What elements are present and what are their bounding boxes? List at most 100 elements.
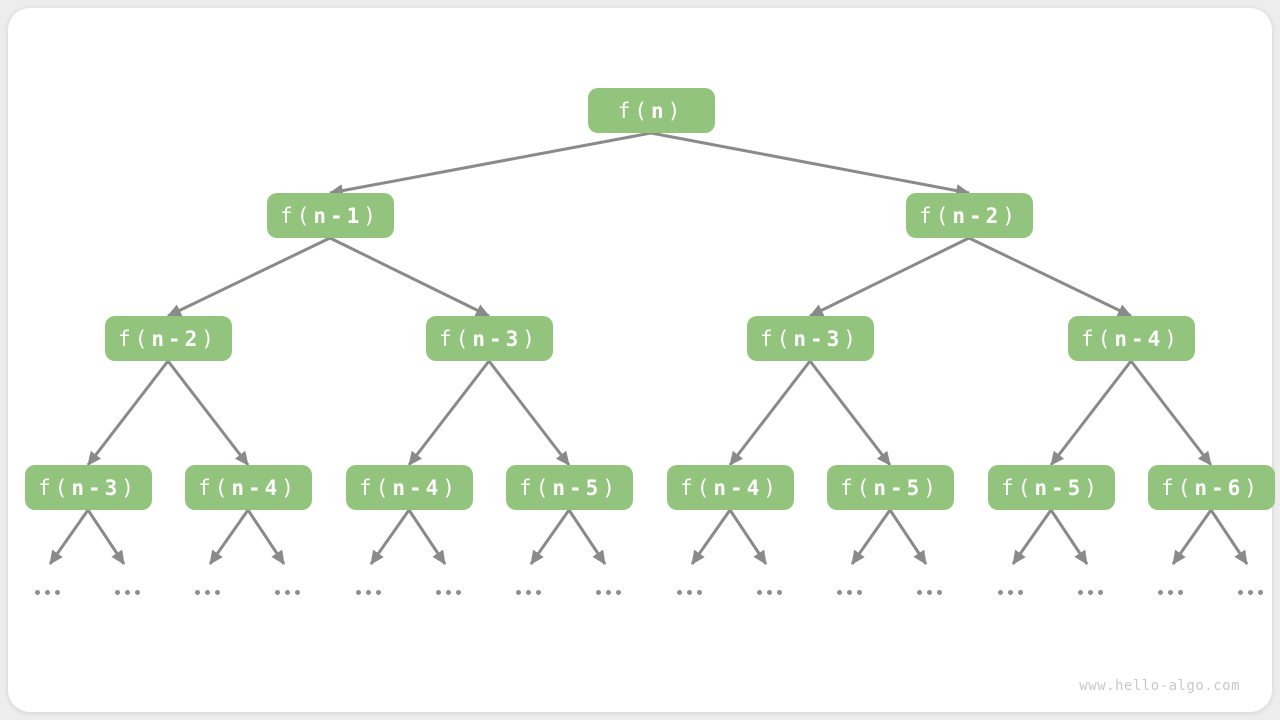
node-label-suffix: )	[363, 203, 380, 228]
edge-arrow	[850, 509, 892, 565]
ellipsis-dot	[616, 590, 621, 595]
node-label-argument: n-4	[1114, 326, 1165, 351]
node-label-suffix: )	[1084, 475, 1101, 500]
ellipsis-dot	[777, 590, 782, 595]
edge-arrow	[650, 131, 970, 197]
node-label-prefix: f(	[760, 326, 794, 351]
edge-arrow	[48, 509, 90, 565]
edge-arrow	[728, 509, 768, 565]
node-label-prefix: f(	[38, 475, 72, 500]
ellipsis-dot	[937, 590, 942, 595]
edge-arrow	[329, 131, 652, 198]
ellipsis-dot	[677, 590, 682, 595]
node-label-argument: n-3	[71, 475, 122, 500]
node-label-prefix: f(	[359, 475, 393, 500]
ellipsis	[677, 590, 702, 595]
node-label-suffix: )	[522, 326, 539, 351]
tree-node: f(n-4)	[184, 465, 312, 510]
ellipsis-dot	[376, 590, 381, 595]
ellipsis	[436, 590, 461, 595]
ellipsis-dot	[356, 590, 361, 595]
tree-node: f(n-3)	[24, 465, 152, 510]
tree-node: f(n)	[587, 88, 715, 133]
node-label-argument: n-5	[873, 475, 924, 500]
node-label-suffix: )	[201, 326, 218, 351]
node-label-prefix: f(	[680, 475, 714, 500]
node-label-suffix: )	[1002, 203, 1019, 228]
ellipsis	[998, 590, 1023, 595]
edge-arrow	[690, 509, 732, 565]
ellipsis-dot	[1088, 590, 1093, 595]
ellipsis-dot	[1098, 590, 1103, 595]
node-label-argument: n-6	[1194, 475, 1245, 500]
node-label-prefix: f(	[1161, 475, 1195, 500]
ellipsis-dot	[998, 590, 1003, 595]
ellipsis-dot	[596, 590, 601, 595]
node-label-prefix: f(	[519, 475, 553, 500]
node-label-argument: n-4	[713, 475, 764, 500]
ellipsis-dot	[687, 590, 692, 595]
edge-arrow	[529, 509, 571, 565]
node-label-prefix: f(	[1081, 326, 1115, 351]
edge-arrow	[968, 236, 1132, 318]
edge-arrow	[567, 509, 607, 565]
edge-arrow	[1049, 360, 1133, 466]
ellipsis	[356, 590, 381, 595]
tree-node: f(n-1)	[266, 193, 394, 238]
ellipsis-dot	[837, 590, 842, 595]
ellipsis-dot	[526, 590, 531, 595]
ellipsis-dot	[1008, 590, 1013, 595]
ellipsis-dot	[757, 590, 762, 595]
node-label-argument: n-3	[472, 326, 523, 351]
edge-arrow	[407, 360, 491, 466]
node-label-argument: n-2	[952, 203, 1003, 228]
tree-node: f(n-4)	[666, 465, 794, 510]
ellipsis	[917, 590, 942, 595]
ellipsis-dot	[115, 590, 120, 595]
node-label-argument: n	[650, 98, 668, 123]
node-label-prefix: f(	[919, 203, 953, 228]
ellipsis-dot	[215, 590, 220, 595]
node-label-prefix: f(	[840, 475, 874, 500]
ellipsis	[516, 590, 541, 595]
ellipsis-dot	[446, 590, 451, 595]
node-label-argument: n-5	[552, 475, 603, 500]
edge-arrow	[208, 509, 250, 565]
node-label-suffix: )	[1244, 475, 1261, 500]
edge-arrow	[1209, 509, 1249, 565]
ellipsis-dot	[1248, 590, 1253, 595]
tree-node: f(n-5)	[826, 465, 954, 510]
ellipsis-dot	[536, 590, 541, 595]
edge-arrow	[407, 509, 447, 565]
ellipsis-dot	[927, 590, 932, 595]
ellipsis-dot	[125, 590, 130, 595]
ellipsis	[35, 590, 60, 595]
ellipsis-dot	[697, 590, 702, 595]
edge-arrow	[86, 360, 170, 466]
ellipsis	[757, 590, 782, 595]
ellipsis	[275, 590, 300, 595]
ellipsis	[1078, 590, 1103, 595]
ellipsis-dot	[275, 590, 280, 595]
ellipsis-dot	[857, 590, 862, 595]
tree-node: f(n-4)	[1067, 316, 1195, 361]
tree-node: f(n-3)	[746, 316, 874, 361]
edge-arrow	[809, 236, 970, 318]
node-label-prefix: f(	[439, 326, 473, 351]
tree-node: f(n-6)	[1147, 465, 1275, 510]
ellipsis	[1238, 590, 1263, 595]
ellipsis-dot	[767, 590, 772, 595]
ellipsis-dot	[285, 590, 290, 595]
edge-arrow	[1171, 509, 1213, 565]
ellipsis-dot	[135, 590, 140, 595]
node-label-argument: n-2	[151, 326, 202, 351]
edge-arrow	[808, 360, 892, 466]
watermark: www.hello-algo.com	[1079, 678, 1240, 694]
node-label-prefix: f(	[198, 475, 232, 500]
edge-arrow	[86, 509, 126, 565]
ellipsis-dot	[1258, 590, 1263, 595]
ellipsis-dot	[606, 590, 611, 595]
node-label-prefix: f(	[617, 98, 651, 123]
ellipsis-dot	[366, 590, 371, 595]
node-label-prefix: f(	[1001, 475, 1035, 500]
